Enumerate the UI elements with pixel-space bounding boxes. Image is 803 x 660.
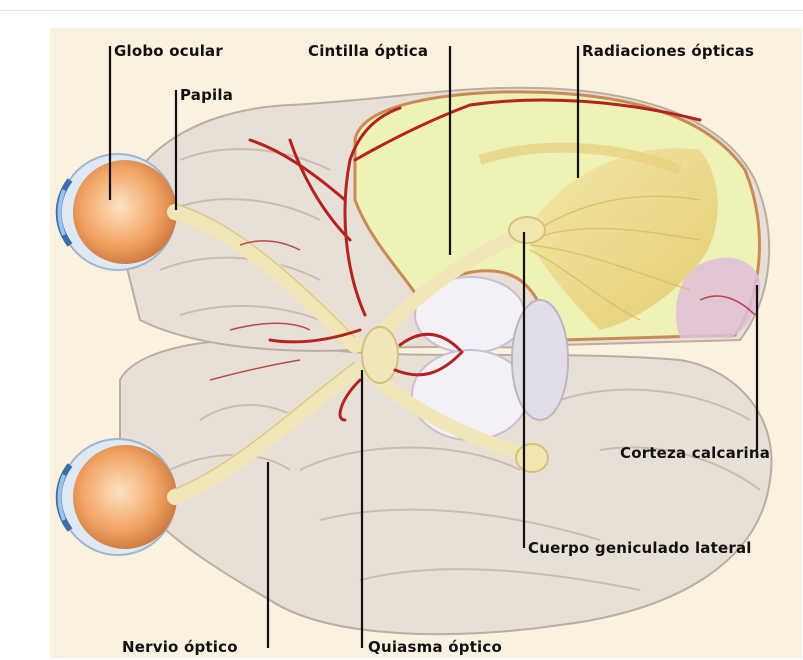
thalamus-lower — [412, 350, 528, 440]
label-radiaciones-opticas: Radiaciones ópticas — [582, 42, 754, 60]
eye-lower — [59, 439, 177, 555]
lower-geniculate — [516, 444, 548, 472]
optic-chiasm — [362, 327, 398, 383]
label-globo-ocular: Globo ocular — [114, 42, 223, 60]
label-cuerpo-geniculado-lateral: Cuerpo geniculado lateral — [528, 539, 752, 557]
label-papila: Papila — [180, 86, 233, 104]
label-cintilla-optica: Cintilla óptica — [308, 42, 428, 60]
label-nervio-optico: Nervio óptico — [122, 638, 238, 656]
midbrain — [512, 300, 568, 420]
lateral-geniculate-body — [509, 217, 545, 243]
label-corteza-calcarina: Corteza calcarina — [620, 444, 770, 462]
label-quiasma-optico: Quiasma óptico — [368, 638, 502, 656]
eye-upper — [59, 154, 177, 270]
